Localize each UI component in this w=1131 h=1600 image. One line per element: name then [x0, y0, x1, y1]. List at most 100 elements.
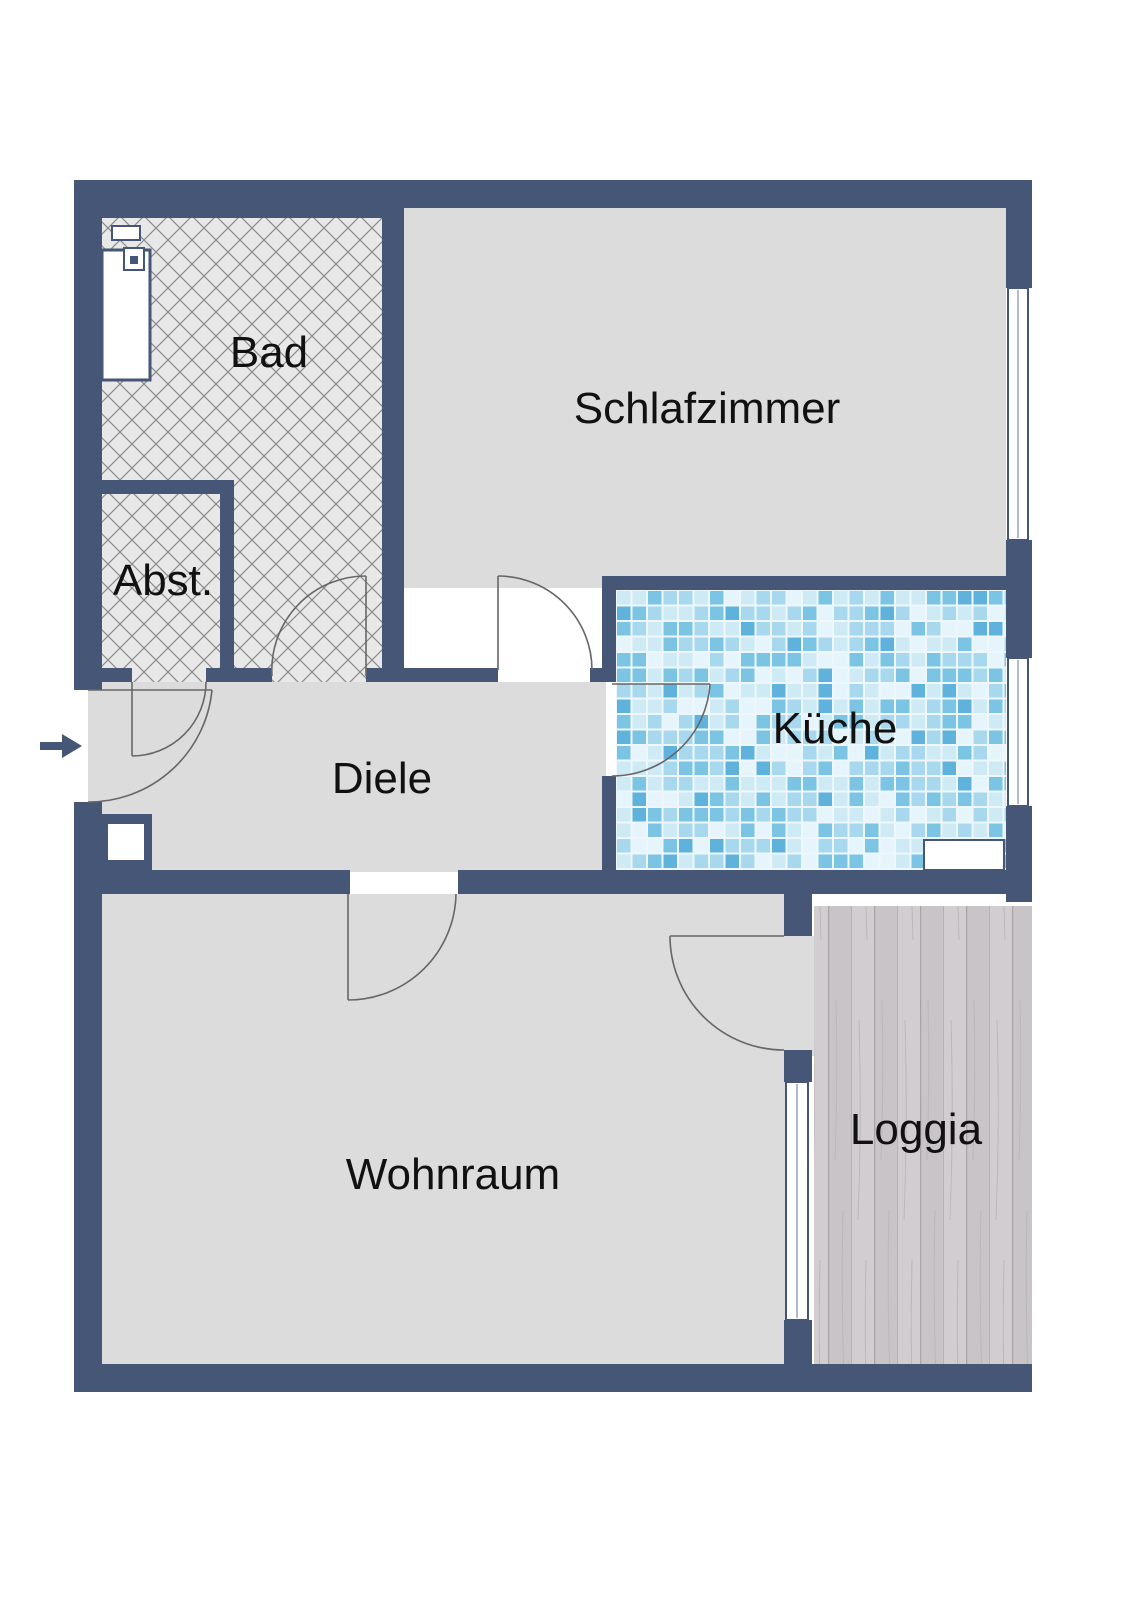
kitchen-tile [911, 808, 925, 822]
kitchen-tile [663, 761, 677, 775]
diele-floor [88, 682, 606, 872]
kitchen-tile [772, 839, 786, 853]
kitchen-tile [617, 591, 631, 605]
wall-diele-top-2 [206, 668, 272, 682]
kitchen-tile [911, 637, 925, 651]
kitchen-tile [756, 730, 770, 744]
kitchen-tile [896, 746, 910, 760]
kitchen-tile [725, 591, 739, 605]
kitchen-tile [896, 606, 910, 620]
kitchen-tile [663, 684, 677, 698]
kitchen-tile [896, 699, 910, 713]
door-loggia[interactable] [669, 935, 785, 1051]
kitchen-tile [896, 684, 910, 698]
kitchen-tile [772, 746, 786, 760]
door-abst[interactable] [131, 681, 207, 757]
kitchen-tile [880, 839, 894, 853]
kitchen-tile [865, 792, 879, 806]
room-labels: Bad Schlafzimmer Abst. Diele Küche Wohnr… [113, 328, 983, 1199]
kitchen-tile [1004, 622, 1006, 636]
kitchen-tile [942, 730, 956, 744]
wall-abst-top [102, 480, 232, 494]
kitchen-tile [710, 730, 724, 744]
kitchen-tile [865, 591, 879, 605]
kitchen-tile [973, 637, 987, 651]
kitchen-tile [710, 591, 724, 605]
wall-kueche-left-upper [602, 576, 616, 682]
kitchen-tile [787, 591, 801, 605]
kitchen-tile [710, 792, 724, 806]
kitchen-tile [648, 746, 662, 760]
kitchen-tile [741, 792, 755, 806]
kitchen-tile [834, 606, 848, 620]
kitchen-tile [896, 668, 910, 682]
door-wohnraum[interactable] [347, 893, 457, 1001]
kitchen-tile [663, 653, 677, 667]
kitchen-tile [679, 761, 693, 775]
kitchen-tile [694, 823, 708, 837]
kitchen-tile [663, 715, 677, 729]
kitchen-tile [834, 839, 848, 853]
kitchen-tile [787, 668, 801, 682]
kitchen-tile [818, 622, 832, 636]
kitchen-tile [741, 746, 755, 760]
kitchen-tile [834, 823, 848, 837]
label-loggia: Loggia [850, 1105, 983, 1154]
chimney-icon [108, 824, 144, 860]
kitchen-tile [617, 839, 631, 853]
kitchen-tile [756, 637, 770, 651]
kitchen-tile [741, 715, 755, 729]
kitchen-tile [632, 839, 646, 853]
kitchen-tile [787, 777, 801, 791]
kitchen-tile [756, 699, 770, 713]
door-bad[interactable] [271, 575, 367, 677]
kitchen-tile [725, 637, 739, 651]
kitchen-tile [818, 637, 832, 651]
kitchen-tile [694, 622, 708, 636]
kitchen-tile [663, 668, 677, 682]
kitchen-tile [756, 622, 770, 636]
kitchen-tile [694, 637, 708, 651]
kitchen-tile [756, 653, 770, 667]
kitchen-tile [710, 808, 724, 822]
kitchen-tile [663, 777, 677, 791]
kitchen-tile [679, 653, 693, 667]
wall-outer-bottom [74, 1364, 1032, 1392]
room-floors [88, 208, 1032, 1366]
kitchen-tile [849, 699, 863, 713]
kitchen-tile [803, 854, 817, 868]
kitchen-tile [1004, 808, 1006, 822]
kitchen-tile [958, 653, 972, 667]
kitchen-tile [710, 653, 724, 667]
kitchen-tile [663, 699, 677, 713]
entrance-arrow-icon [40, 734, 82, 758]
kitchen-tile [942, 715, 956, 729]
kitchen-tile [1004, 746, 1006, 760]
kitchen-tile [911, 730, 925, 744]
kitchen-tile [849, 606, 863, 620]
kitchen-tile [756, 823, 770, 837]
loggia-threshold [784, 936, 814, 1056]
kitchen-tile [834, 684, 848, 698]
door-kueche[interactable] [611, 683, 711, 777]
kitchen-tile [741, 823, 755, 837]
kitchen-tile [741, 637, 755, 651]
kitchen-tile [787, 684, 801, 698]
kitchen-tile [927, 792, 941, 806]
door-schlafzimmer[interactable] [497, 575, 593, 671]
loggia-floor [814, 906, 1032, 1364]
kitchen-tile [648, 591, 662, 605]
kitchen-tile [958, 699, 972, 713]
kitchen-tile [896, 637, 910, 651]
kitchen-tile [679, 591, 693, 605]
kitchen-tile [896, 591, 910, 605]
kitchen-tile [942, 823, 956, 837]
kitchen-tile [911, 653, 925, 667]
kitchen-tile [787, 730, 801, 744]
kitchen-tile [679, 746, 693, 760]
door-entrance[interactable] [87, 689, 213, 803]
kitchen-tile [818, 854, 832, 868]
kitchen-tile [865, 746, 879, 760]
kitchen-tile [803, 746, 817, 760]
kitchen-tile [865, 839, 879, 853]
